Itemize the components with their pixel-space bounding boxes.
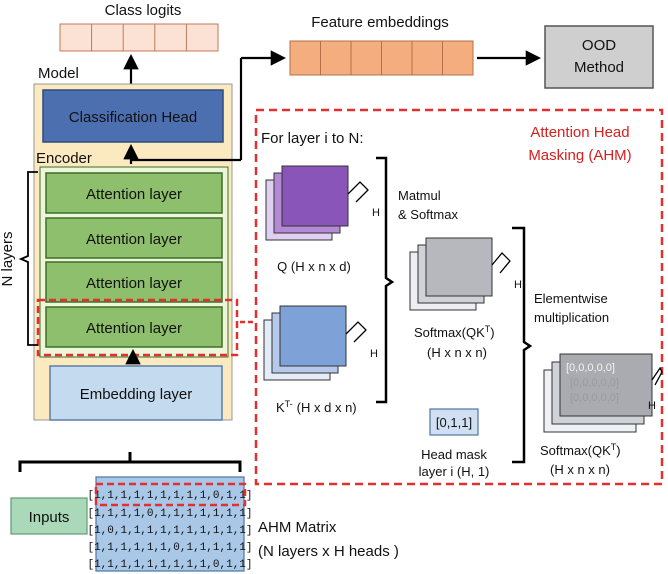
n-layers-label: N layers	[0, 231, 16, 286]
softmax-dims: (H x n x n)	[427, 345, 487, 360]
softmax-caption: Softmax(QKT)	[414, 324, 495, 340]
ood-method-box	[544, 25, 654, 89]
k-caption: KT- (H x d x n)	[276, 399, 357, 415]
attention-layer-1	[45, 172, 223, 214]
model-label: Model	[38, 65, 79, 82]
elementwise-brace	[512, 226, 533, 464]
attention-layer-2	[45, 217, 223, 259]
zero-row-1: [0,0,0,0,0]	[566, 362, 615, 374]
k-caption-main: K	[276, 400, 285, 415]
k-tensor-stack	[263, 305, 347, 381]
attention-layer-2-label: Attention layer	[86, 231, 182, 248]
feature-embeddings-label: Feature embeddings	[311, 14, 449, 31]
q-h-bracket	[347, 181, 369, 203]
masked-caption-close: )	[616, 443, 620, 458]
q-head-front	[281, 165, 349, 227]
matrix-row-3: [1,0,1,1,1,1,1,1,1,1,1,1]	[87, 525, 252, 537]
embedding-layer-label: Embedding layer	[80, 386, 193, 403]
q-h-label: H	[372, 207, 380, 219]
ahm-matrix-label-line1: AHM Matrix	[258, 519, 337, 536]
embedding-layer-box	[49, 365, 223, 421]
class-logits-label: Class logits	[105, 2, 182, 19]
softmax-caption-main: Softmax(QK	[414, 325, 485, 340]
softmax-head-front	[425, 237, 493, 297]
softmax-h-label: H	[514, 279, 522, 291]
inputs-box	[10, 497, 88, 535]
masked-softmax-caption: Softmax(QKT)	[540, 442, 621, 458]
masked-caption-sup: T	[611, 442, 617, 452]
ahm-matrix-box	[95, 476, 245, 572]
q-caption: Q (H x n x d)	[277, 259, 351, 274]
classification-head-label: Classification Head	[69, 109, 197, 126]
k-caption-sup: T-	[285, 399, 293, 409]
loop-label: For layer i to N:	[261, 130, 364, 147]
classification-head-box	[42, 89, 224, 143]
matrix-row-2: [1,1,1,1,0,1,1,1,1,1,1,1]	[87, 508, 252, 520]
masked-h-bracket	[651, 366, 663, 386]
ahm-matrix-label-line2: (N layers x H heads )	[258, 543, 399, 560]
class-logits-vector	[59, 23, 219, 52]
elementwise-label-line1: Elementwise	[534, 291, 608, 306]
matrix-row-highlight	[94, 482, 247, 507]
k-h-bracket	[345, 321, 367, 343]
matrix-row-4: [1,1,1,1,1,1,0,1,1,1,1,1]	[87, 542, 252, 554]
head-mask-box	[429, 408, 479, 436]
k-head-front	[279, 305, 347, 367]
k-h-label: H	[370, 348, 378, 360]
softmax-caption-close: )	[490, 325, 494, 340]
q-tensor-stack	[265, 165, 349, 241]
ahm-title-line1: Attention Head	[530, 124, 629, 141]
head-mask-label-line1: Head mask	[421, 447, 487, 462]
matrix-row-1: [1,1,1,1,1,1,1,1,1,0,1,1]	[87, 490, 252, 502]
n-layers-brace	[18, 171, 38, 346]
model-bottom-brace	[18, 460, 242, 472]
attention-layer-4	[45, 306, 223, 348]
softmax-h-bracket	[491, 252, 511, 274]
softmax-caption-sup: T	[485, 324, 491, 334]
ood-method-label-line1: OOD	[582, 37, 616, 54]
attention-layer-3-label: Attention layer	[86, 275, 182, 292]
masked-caption-main: Softmax(QK	[540, 443, 611, 458]
softmax-tensor-stack	[409, 237, 493, 311]
matmul-label-line1: Matmul	[398, 188, 441, 203]
masked-head-front	[559, 353, 653, 417]
ahm-panel	[254, 108, 664, 486]
inputs-label: Inputs	[29, 509, 70, 526]
k-caption-rest: (H x d x n)	[297, 400, 357, 415]
masked-softmax-dims: (H x n x n)	[550, 462, 610, 477]
encoder-label: Encoder	[36, 150, 92, 167]
head-mask-vector: [0,1,1]	[436, 415, 472, 430]
attention-layer-4-label: Attention layer	[86, 320, 182, 337]
elementwise-label-line2: multiplication	[534, 310, 609, 325]
zero-row-3: [0,0,0,0,0]	[570, 392, 619, 404]
class-logits-bar	[59, 23, 219, 52]
matmul-label-line2: & Softmax	[398, 207, 458, 222]
masked-softmax-tensor-stack	[543, 353, 653, 433]
attention-layer-3	[45, 261, 223, 303]
ahm-title-line2: Masking (AHM)	[528, 147, 631, 164]
masked-h-label: H	[648, 400, 656, 412]
zero-row-2: [0,0,0,0,0]	[570, 377, 619, 389]
ood-method-label-line2: Method	[574, 59, 624, 76]
attention-layer-1-label: Attention layer	[86, 186, 182, 203]
head-mask-label-line2: layer i (H, 1)	[419, 464, 490, 479]
feature-embeddings-vector	[289, 40, 474, 76]
qk-brace	[376, 156, 395, 404]
matrix-row-5: [1,1,1,1,1,1,1,1,1,0,1,1]	[87, 559, 252, 571]
